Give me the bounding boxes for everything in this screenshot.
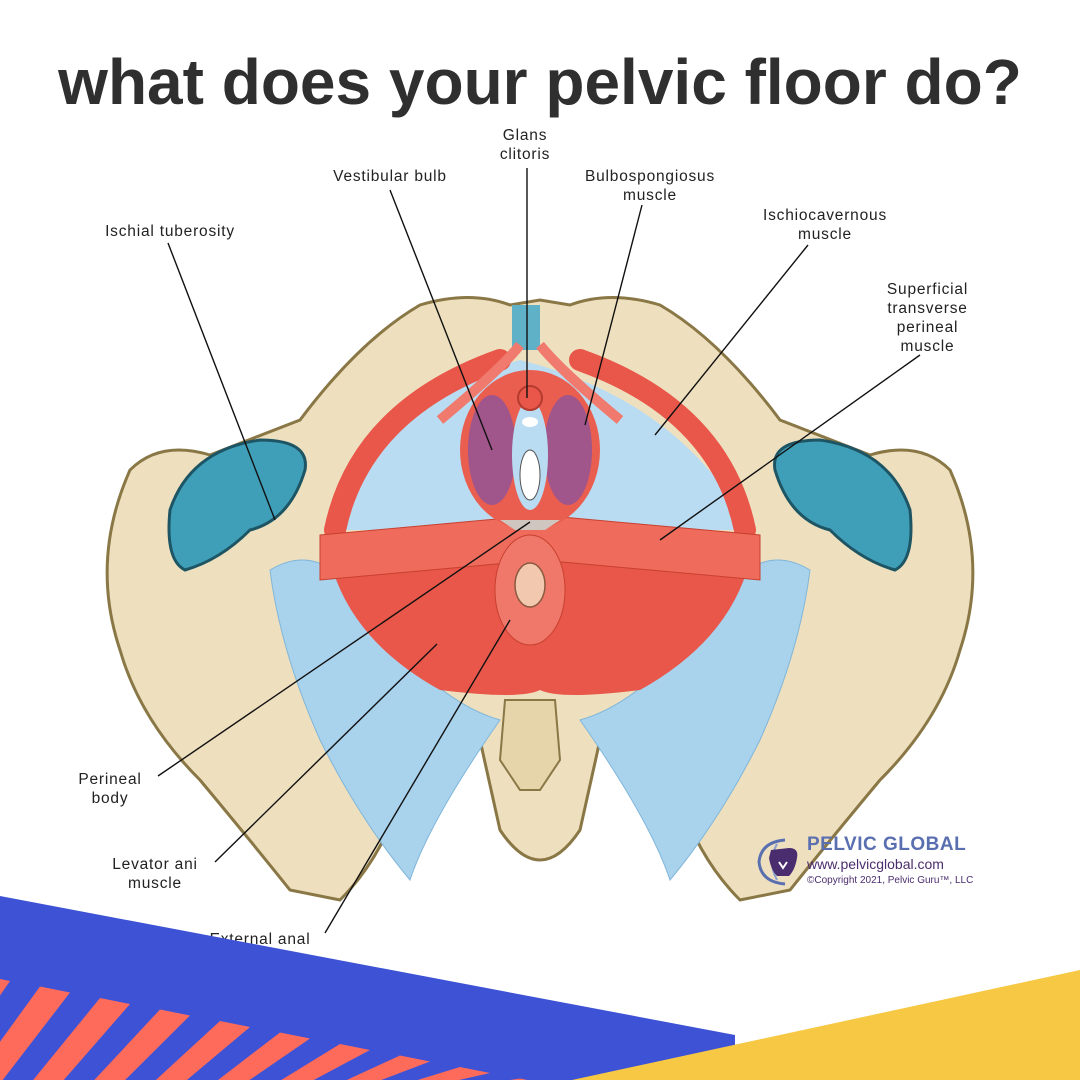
brand-url: www.pelvicglobal.com [807,856,944,872]
label-bulbospongiosus: Bulbospongiosus muscle [584,168,716,204]
ischial-cartilage-left [167,438,307,572]
urethral-opening [522,417,538,427]
clitoris-crura [436,341,624,424]
anus [514,562,546,608]
brand-name: PELVIC GLOBAL [807,834,967,855]
ischial-cartilage-right [773,438,913,572]
brand-copyright: ©Copyright 2021, Pelvic Guru™, LLC [807,875,974,886]
vaginal-opening [519,449,541,501]
label-levator-ani: Levator ani muscle [112,856,198,892]
label-ischial-tuberosity: Ischial tuberosity [105,223,235,240]
leader-lines [157,168,921,934]
label-perineal-body: Perineal body [78,771,142,807]
label-external-anal-sphincter: External anal [209,931,311,948]
ischiocavernous-muscle [324,349,756,541]
label-superficial-transverse-perineal: Superficial transverse perineal muscle [886,281,969,355]
label-glans-clitoris: Glans clitoris [499,127,551,163]
globe-pelvis-logo-icon [757,838,798,886]
label-vestibular-bulb: Vestibular bulb [333,168,447,185]
coccyx [498,699,562,791]
perineal-body [500,520,560,530]
vestibular-bulb-right [544,395,592,505]
label-ischiocavernous: Ischiocavernous muscle [762,207,887,243]
pelvic-global-logo: PELVIC GLOBAL www.pelvicglobal.com ©Copy… [755,834,1005,894]
glans-clitoris [517,385,543,411]
page-title: what does your pelvic floor do? [58,46,1022,118]
